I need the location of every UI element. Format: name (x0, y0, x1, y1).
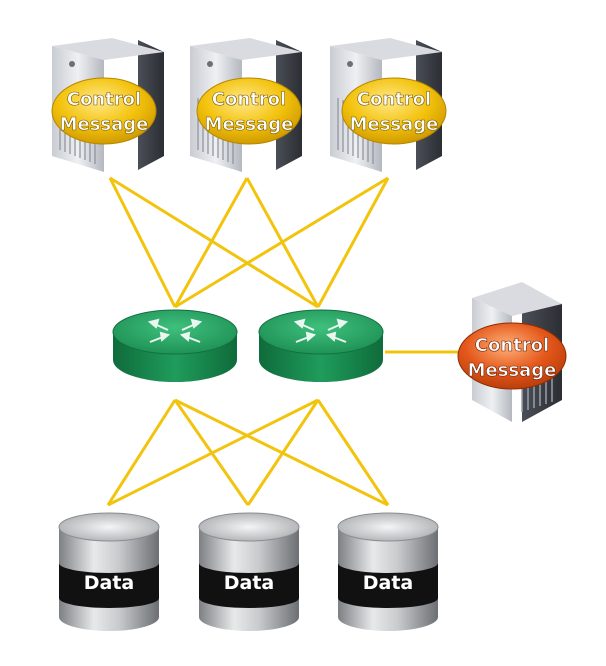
control-message-line2: Message (350, 114, 439, 135)
control-message-line1: Control (357, 89, 431, 110)
control-message-line2: Message (60, 114, 149, 135)
data-label: Data (224, 572, 275, 594)
router-arrows-icon (293, 318, 349, 343)
data-label: Data (363, 572, 414, 594)
router-arrows-icon (147, 318, 203, 343)
link-router2-data2 (246, 399, 320, 506)
control-message-bubble-1: Control Message (51, 77, 157, 145)
control-message-bubble-2: Control Message (196, 77, 302, 145)
control-message-line1: Control (212, 89, 286, 110)
data-label: Data (84, 572, 135, 594)
control-message-line1: Control (475, 335, 549, 356)
link-controller1-router1 (108, 177, 177, 308)
link-controller3-router2 (316, 177, 390, 308)
link-controller3-router1 (174, 176, 389, 309)
data-store-3: Data (337, 512, 439, 631)
control-message-bubble-3: Control Message (341, 77, 447, 145)
link-router2-data1 (107, 398, 319, 507)
control-message-line2: Message (205, 114, 294, 135)
data-store-2: Data (198, 512, 300, 631)
link-router2-data3 (316, 399, 390, 506)
router-1 (112, 309, 238, 382)
data-store-1: Data (58, 512, 160, 631)
links (106, 176, 458, 507)
link-controller1-router2 (109, 176, 319, 309)
link-controller2-router1 (173, 177, 249, 308)
extra-control-message-bubble: Control Message (457, 322, 567, 390)
router-2 (258, 309, 384, 382)
server-top (52, 38, 164, 60)
control-message-line2: Message (468, 360, 557, 381)
link-router1-data1 (106, 399, 177, 506)
control-message-line1: Control (67, 89, 141, 110)
